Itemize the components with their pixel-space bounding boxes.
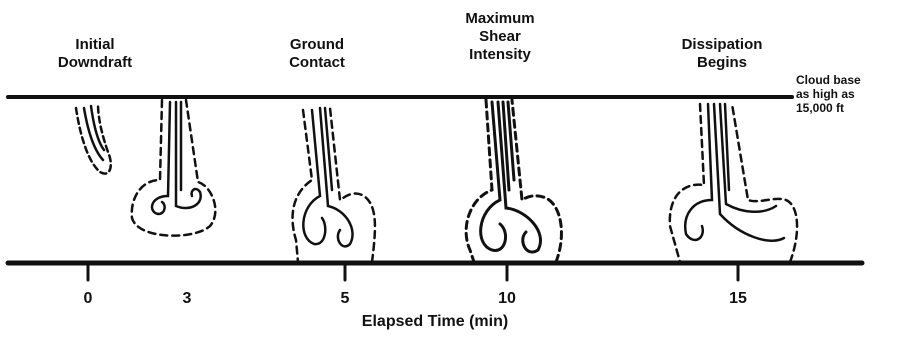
downdraft-streamline bbox=[481, 102, 506, 250]
x-axis-label: Elapsed Time (min) bbox=[335, 313, 535, 331]
downdraft-stage-15 bbox=[670, 104, 797, 262]
downdraft-stage-10 bbox=[466, 100, 561, 262]
downdraft-dashed-outline bbox=[132, 100, 216, 236]
downdraft-stage-0 bbox=[76, 104, 111, 174]
tick-label: 5 bbox=[325, 290, 365, 308]
downdraft-stage-3 bbox=[132, 100, 216, 236]
downdraft-stage-5 bbox=[293, 108, 375, 262]
tick-label: 3 bbox=[167, 290, 207, 308]
downdraft-streamline bbox=[685, 104, 712, 240]
tick-label: 0 bbox=[68, 290, 108, 308]
tick-label: 15 bbox=[718, 290, 758, 308]
tick-label: 10 bbox=[487, 290, 527, 308]
downdraft-dashed-outline bbox=[293, 108, 375, 262]
